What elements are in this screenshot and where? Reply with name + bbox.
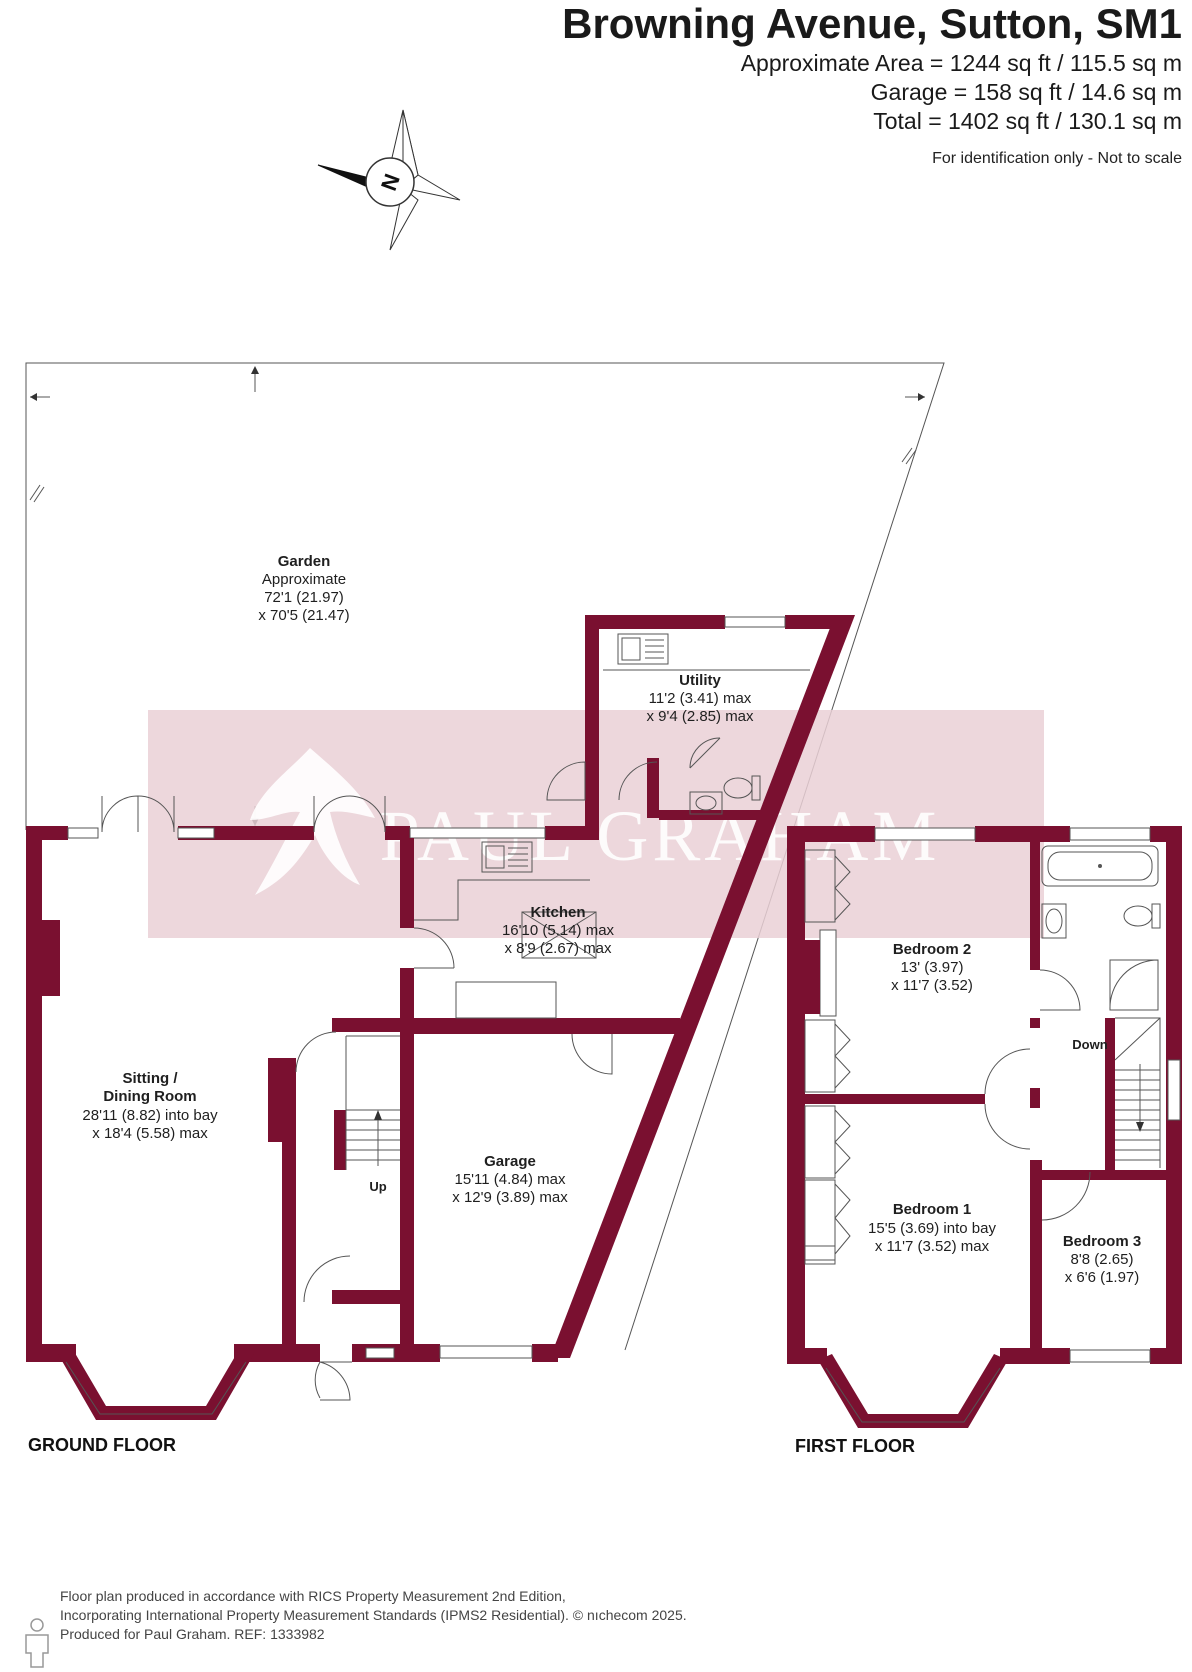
ground-stairs-icon (345, 1035, 400, 1170)
room-dimension: x 12'9 (3.89) max (452, 1189, 568, 1206)
person-icon (25, 1618, 49, 1668)
room-garden: Garden Approximate 72'1 (21.97) x 70'5 (… (258, 553, 349, 624)
room-bedroom-3: Bedroom 3 8'8 (2.65) x 6'6 (1.97) (1063, 1233, 1141, 1286)
footer-line: Incorporating International Property Mea… (60, 1607, 687, 1623)
ground-floor-label: GROUND FLOOR (28, 1435, 176, 1455)
room-dimension: 8'8 (2.65) (1071, 1251, 1134, 1268)
room-bedroom-1: Bedroom 1 15'5 (3.69) into bay x 11'7 (3… (868, 1201, 996, 1255)
room-bedroom-2: Bedroom 2 13' (3.97) x 11'7 (3.52) (891, 941, 973, 994)
ground-floor-fittings (101, 633, 810, 1401)
room-name: Utility (679, 672, 721, 689)
room-name: Bedroom 2 (893, 941, 971, 958)
room-name: Garage (484, 1153, 536, 1170)
room-name: Dining Room (103, 1088, 196, 1105)
room-name: Kitchen (530, 904, 585, 921)
room-utility: Utility 11'2 (3.41) max x 9'4 (2.85) max (646, 672, 754, 725)
room-kitchen: Kitchen 16'10 (5.14) max x 8'9 (2.67) ma… (502, 904, 615, 957)
room-dimension: x 6'6 (1.97) (1065, 1269, 1140, 1286)
first-floor-walls (787, 826, 1182, 1428)
room-dimension: x 18'4 (5.58) max (92, 1125, 208, 1142)
room-dimension: x 9'4 (2.85) max (646, 708, 754, 725)
room-dimension: 11'2 (3.41) max (649, 690, 752, 707)
identification-note: For identification only - Not to scale (932, 150, 1182, 167)
first-floor-fittings (804, 845, 1161, 1265)
total-area: Total = 1402 sq ft / 130.1 sq m (873, 108, 1182, 134)
footer-line: Floor plan produced in accordance with R… (60, 1588, 566, 1604)
stairs-down-label: Down (1072, 1037, 1107, 1052)
first-floor-label: FIRST FLOOR (795, 1436, 915, 1456)
stairs-up-label: Up (369, 1179, 386, 1194)
room-name: Bedroom 1 (893, 1201, 971, 1218)
room-dimension: 15'11 (4.84) max (455, 1171, 566, 1188)
footer-line: Produced for Paul Graham. REF: 1333982 (60, 1626, 325, 1642)
room-dimension: x 11'7 (3.52) (891, 977, 973, 994)
property-title: Browning Avenue, Sutton, SM1 (562, 0, 1182, 47)
room-sitting-dining: Sitting / Dining Room 28'11 (8.82) into … (82, 1070, 218, 1142)
room-dimension: 72'1 (21.97) (264, 589, 344, 606)
first-stairs-icon (1114, 1017, 1161, 1168)
footer-notes: Floor plan produced in accordance with R… (60, 1587, 687, 1644)
ground-floor-walls (26, 615, 855, 1420)
room-dimension: 16'10 (5.14) max (502, 922, 615, 939)
room-name: Bedroom 3 (1063, 1233, 1141, 1250)
room-note: Approximate (262, 571, 346, 588)
room-dimension: x 11'7 (3.52) max (875, 1238, 990, 1255)
room-dimension: 28'11 (8.82) into bay (82, 1107, 218, 1124)
room-dimension: 15'5 (3.69) into bay (868, 1220, 996, 1237)
compass-icon: N (317, 109, 461, 251)
room-name: Sitting / (123, 1070, 179, 1087)
room-dimension: 13' (3.97) (901, 959, 964, 976)
room-garage: Garage 15'11 (4.84) max x 12'9 (3.89) ma… (452, 1153, 568, 1206)
room-name: Garden (278, 553, 331, 570)
garage-area: Garage = 158 sq ft / 14.6 sq m (870, 79, 1182, 105)
room-dimension: x 8'9 (2.67) max (504, 940, 612, 957)
room-dimension: x 70'5 (21.47) (258, 607, 349, 624)
approximate-area: Approximate Area = 1244 sq ft / 115.5 sq… (740, 50, 1182, 76)
